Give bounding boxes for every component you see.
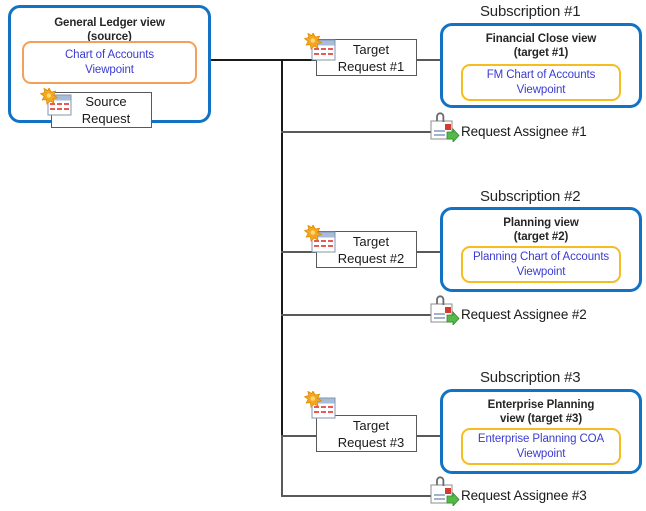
connector-request-2-to-panel bbox=[416, 251, 442, 253]
subscription-panel-3-title-line2: view (target #3) bbox=[499, 413, 583, 425]
subscription-3-viewpoint[interactable]: Enterprise Planning COA Viewpoint bbox=[461, 428, 621, 465]
subscription-1-viewpoint[interactable]: FM Chart of Accounts Viewpoint bbox=[461, 64, 621, 101]
connector-branch-target-1 bbox=[281, 59, 321, 61]
request-star-table-icon bbox=[303, 391, 336, 419]
subscription-heading-3: Subscription #3 bbox=[480, 369, 581, 386]
subscription-panel-2-title-line2: (target #2) bbox=[513, 231, 569, 243]
source-viewpoint[interactable]: Chart of Accounts Viewpoint bbox=[22, 41, 197, 84]
assignee-label-2: Request Assignee #2 bbox=[461, 307, 587, 322]
target-request-3-line2: Request #3 bbox=[337, 434, 405, 450]
assignee-document-arrow-icon bbox=[430, 112, 460, 142]
connector-request-3-to-panel bbox=[416, 435, 442, 437]
subscription-2-viewpoint[interactable]: Planning Chart of Accounts Viewpoint bbox=[461, 246, 621, 283]
assignee-label-3: Request Assignee #3 bbox=[461, 488, 587, 503]
target-request-1-line1: Target bbox=[352, 41, 390, 57]
request-star-table-icon bbox=[303, 225, 336, 253]
subscription-1-viewpoint-line2: Viewpoint bbox=[516, 83, 566, 96]
source-request-line2: Request bbox=[81, 111, 131, 126]
assignee-label-1: Request Assignee #1 bbox=[461, 124, 587, 139]
connector-branch-target-3 bbox=[281, 435, 321, 437]
connector-branch-assignee-1 bbox=[281, 131, 453, 133]
subscription-panel-1-title-line1: Financial Close view bbox=[485, 33, 597, 45]
source-panel-title-line2: (source) bbox=[87, 31, 132, 43]
source-viewpoint-line1: Chart of Accounts bbox=[64, 48, 155, 61]
source-viewpoint-line2: Viewpoint bbox=[85, 63, 134, 76]
request-star-table-icon bbox=[39, 88, 72, 116]
target-request-2-line2: Request #2 bbox=[337, 250, 405, 266]
target-request-3-line1: Target bbox=[352, 417, 390, 433]
request-star-table-icon bbox=[303, 33, 336, 61]
subscription-heading-1: Subscription #1 bbox=[480, 3, 581, 20]
subscription-panel-2-title-line1: Planning view bbox=[503, 217, 579, 229]
connector-branch-assignee-3 bbox=[281, 495, 453, 497]
source-panel-title-line1: General Ledger view bbox=[54, 17, 165, 29]
source-request-line1: Source bbox=[85, 94, 127, 109]
assignee-document-arrow-icon bbox=[430, 295, 460, 325]
subscription-2-viewpoint-line2: Viewpoint bbox=[516, 265, 566, 278]
connector-request-1-to-panel bbox=[416, 59, 442, 61]
subscription-1-viewpoint-line1: FM Chart of Accounts bbox=[486, 68, 596, 81]
target-request-1-line2: Request #1 bbox=[337, 58, 405, 74]
subscription-panel-1-title-line2: (target #1) bbox=[513, 47, 569, 59]
assignee-document-arrow-icon bbox=[430, 476, 460, 506]
subscription-panel-3-title-line1: Enterprise Planning bbox=[487, 399, 595, 411]
subscription-3-viewpoint-line1: Enterprise Planning COA bbox=[477, 432, 605, 445]
target-request-box-3[interactable]: Target Request #3 bbox=[316, 415, 417, 452]
connector-source-to-trunk bbox=[210, 59, 283, 61]
subscription-3-viewpoint-line2: Viewpoint bbox=[516, 447, 566, 460]
connector-branch-assignee-2 bbox=[281, 314, 453, 316]
subscription-heading-2: Subscription #2 bbox=[480, 188, 581, 205]
connector-trunk-to-assignee-3 bbox=[281, 435, 283, 496]
connector-trunk-vertical bbox=[281, 59, 283, 436]
connector-branch-target-2 bbox=[281, 251, 321, 253]
target-request-2-line1: Target bbox=[352, 233, 390, 249]
subscription-2-viewpoint-line1: Planning Chart of Accounts bbox=[472, 250, 610, 263]
